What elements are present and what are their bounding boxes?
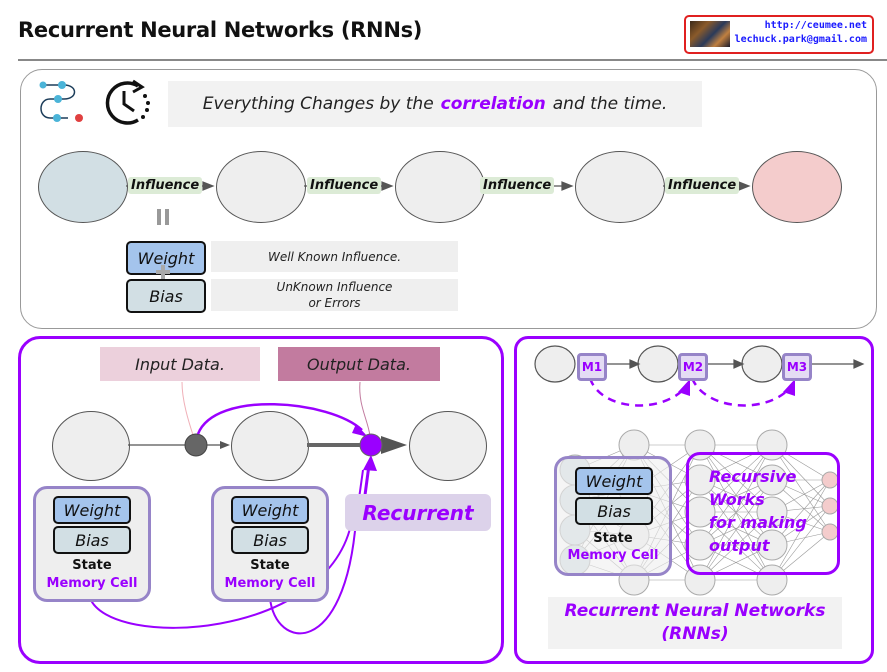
bias-box: Bias xyxy=(231,526,309,554)
influence-label: Influence xyxy=(480,177,555,194)
memory-cell-1: Weight Bias State Memory Cell xyxy=(33,486,151,602)
recursive-works-box: Recursive Works for making output xyxy=(686,452,840,575)
chain-node xyxy=(575,151,665,223)
clock-time-icon xyxy=(105,79,150,125)
bias-description: UnKnown Influence or Errors xyxy=(211,279,458,311)
banner-highlight: correlation xyxy=(440,94,546,114)
rnn-node-next xyxy=(409,411,487,481)
weight-box: Weight xyxy=(126,241,206,275)
memory-tag-m3: M3 xyxy=(782,353,812,381)
correlation-banner: Everything Changes by the correlation an… xyxy=(168,81,702,127)
bias-desc-line2: or Errors xyxy=(308,296,361,310)
weight-box: Weight xyxy=(53,496,131,524)
influence-label: Influence xyxy=(307,177,382,194)
bias-box: Bias xyxy=(126,279,206,313)
plus-icon-vertical xyxy=(161,265,165,279)
recursive-works-text: Recursive Works for making output xyxy=(709,465,807,557)
author-image xyxy=(690,21,730,47)
bias-box: Bias xyxy=(575,497,653,525)
sequence-flow-icon xyxy=(39,81,83,122)
rnn-unrolled-panel xyxy=(18,336,504,664)
output-data-label: Output Data. xyxy=(278,347,440,381)
rnn-caption-line2: (RNNs) xyxy=(661,624,729,644)
rnn-caption: Recurrent Neural Networks (RNNs) xyxy=(548,597,842,649)
rnn-caption-line1: Recurrent Neural Networks xyxy=(564,601,826,621)
recurrent-label: Recurrent xyxy=(345,494,491,531)
input-data-label: Input Data. xyxy=(100,347,260,381)
memory-cell-label: Memory Cell xyxy=(46,576,138,591)
bias-desc-line1: UnKnown Influence xyxy=(276,280,393,294)
weight-box: Weight xyxy=(575,467,653,495)
author-email[interactable]: lechuck.park@gmail.com xyxy=(734,34,867,45)
recursive-line: output xyxy=(709,536,770,555)
weight-box: Weight xyxy=(231,496,309,524)
recursive-line: for making xyxy=(709,513,807,532)
state-label: State xyxy=(593,531,633,546)
title-divider xyxy=(18,59,887,61)
memory-cell-2: Weight Bias State Memory Cell xyxy=(211,486,329,602)
rnn-node-current xyxy=(231,411,309,481)
page-title: Recurrent Neural Networks (RNNs) xyxy=(18,18,423,42)
rnn-node-prev xyxy=(52,411,130,481)
influence-label: Influence xyxy=(128,177,203,194)
chain-node-end xyxy=(752,151,842,223)
memory-cell-label: Memory Cell xyxy=(224,576,316,591)
memory-tag-m2: M2 xyxy=(678,353,708,381)
memory-cell-label: Memory Cell xyxy=(567,548,659,563)
recursive-line: Works xyxy=(709,490,765,509)
weight-description: Well Known Influence. xyxy=(211,241,458,272)
equals-bar-left xyxy=(157,209,161,225)
state-label: State xyxy=(72,558,112,573)
rnn-network-panel xyxy=(514,336,874,664)
author-url[interactable]: http://ceumee.net xyxy=(764,20,867,31)
chain-node xyxy=(216,151,306,223)
state-label: State xyxy=(250,558,290,573)
recursive-line: Recursive xyxy=(709,467,797,486)
influence-label: Influence xyxy=(665,177,740,194)
banner-prefix: Everything Changes by the xyxy=(202,94,434,114)
equals-bar-right xyxy=(165,209,169,225)
memory-cell-network: Weight Bias State Memory Cell xyxy=(554,456,672,576)
chain-node-start xyxy=(38,151,128,223)
author-badge: http://ceumee.net lechuck.park@gmail.com xyxy=(684,15,874,54)
banner-suffix: and the time. xyxy=(552,94,668,114)
chain-node xyxy=(395,151,485,223)
bias-box: Bias xyxy=(53,526,131,554)
memory-tag-m1: M1 xyxy=(577,353,607,381)
